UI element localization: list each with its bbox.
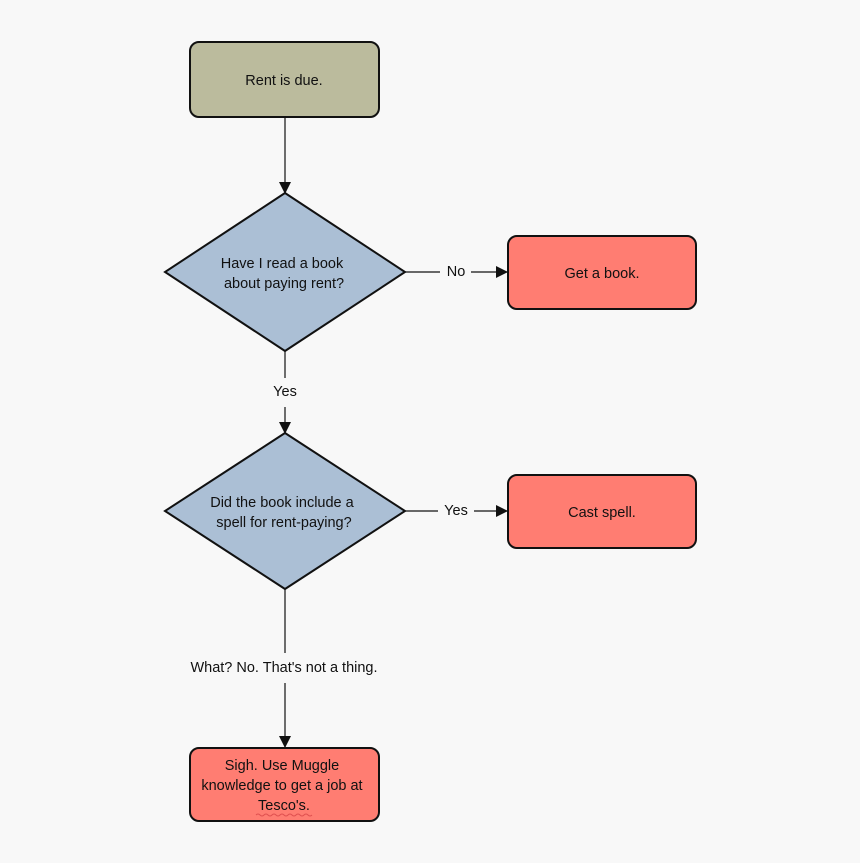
node-cast-spell: Cast spell.	[507, 474, 697, 549]
node-read-book-text: Have I read a book about paying rent?	[221, 256, 348, 292]
edge-read-yes: Yes	[273, 351, 297, 434]
edge-read-no: No	[405, 264, 508, 280]
spellcheck-underline	[255, 813, 313, 817]
node-get-book: Get a book.	[507, 235, 697, 310]
node-spell-text: Did the book include a spell for rent-pa…	[210, 495, 358, 531]
node-cast-spell-text: Cast spell.	[568, 505, 636, 521]
node-muggle-text: Sigh. Use Muggle knowledge to get a job …	[201, 758, 366, 814]
edge-spell-yes: Yes	[405, 503, 508, 519]
node-rent-due-text: Rent is due.	[245, 73, 322, 89]
edge-label-no: No	[447, 264, 466, 280]
node-get-book-text: Get a book.	[565, 266, 640, 282]
node-read-book-decision: Have I read a book about paying rent?	[163, 191, 407, 353]
edge-label-not-a-thing: What? No. That's not a thing.	[190, 660, 377, 676]
edge-label-yes-2: Yes	[444, 503, 468, 519]
edge-spell-no: What? No. That's not a thing.	[190, 589, 378, 748]
node-muggle-job: Sigh. Use Muggle knowledge to get a job …	[189, 747, 380, 822]
edge-label-yes-1: Yes	[273, 384, 297, 400]
node-rent-due: Rent is due.	[189, 41, 380, 118]
node-spell-decision: Did the book include a spell for rent-pa…	[163, 431, 407, 591]
